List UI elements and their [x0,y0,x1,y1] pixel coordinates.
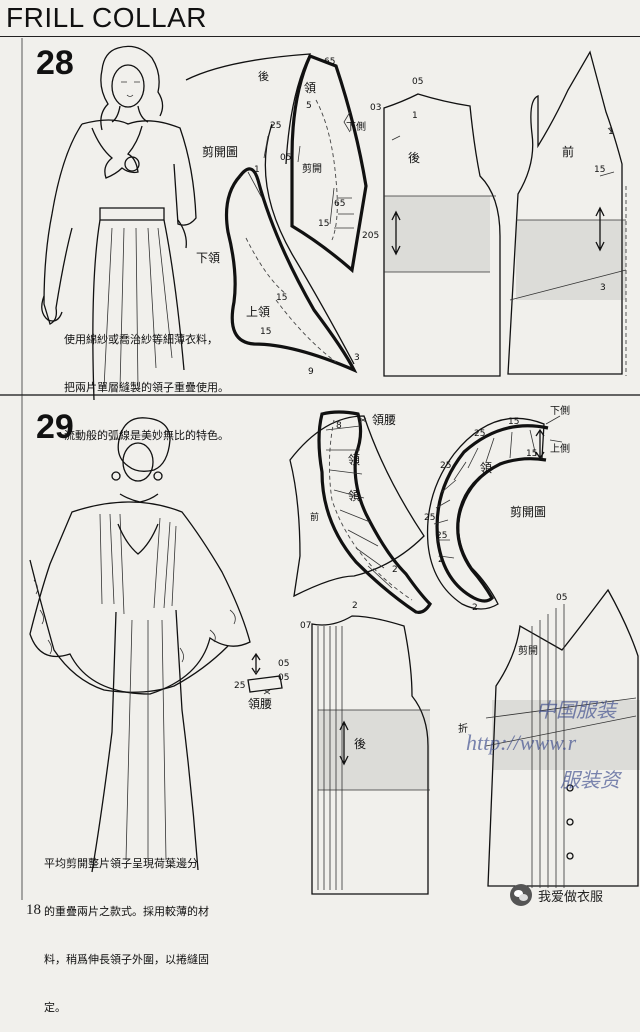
caption-28-line: 把兩片單層縫製的領子重疊使用。 [64,381,229,394]
illustration-29 [29,417,251,873]
caption-28: 使用綿紗或喬治紗等細薄衣料， 把兩片單層縫製的領子重疊使用。 流動般的弧線是美妙… [64,300,234,460]
rose-icon [124,156,140,172]
section-number-29: 29 [36,408,74,446]
measure: 25 [270,121,281,131]
label-collar-band-29b: 領 [348,488,360,503]
measure: 07 [300,621,311,631]
label-upper-side-29: 上側 [550,442,570,455]
earring-icon [111,471,121,481]
measure: 2 [438,555,444,565]
label-under-collar: 下領 [196,250,220,265]
measure: 3 [600,283,606,293]
watermark-url: http://www.r [466,730,577,755]
labels-29: 領腰 領 領 前 領 剪開圖 下側 上側 領腰 後 剪開 折 8 15 25 2… [234,404,570,751]
measure: 2 [352,601,358,611]
label-front-28: 前 [562,144,574,159]
label-back-small-28: 後 [258,69,269,83]
caption-29-line: 的重疊兩片之款式。採用較薄的材 [44,905,209,918]
measure: 05 [280,153,291,163]
measure: 2 [472,603,478,613]
measure: 15 [508,417,519,427]
label-cut-open-29: 剪開圖 [510,504,546,519]
measure: 15 [260,327,271,337]
back-bodice-29 [311,615,430,895]
label-frill-collar-29: 領 [480,460,492,475]
label-under-side-28: 下側 [346,120,366,133]
measure: 1 [412,111,418,121]
caption-28-line: 流動般的弧線是美妙無比的特色。 [64,429,229,442]
label-under-side-29: 下側 [550,404,570,417]
account-badge: 我爱做衣服 [510,884,603,906]
measure: 15 [276,293,287,303]
measure: 03 [370,103,381,113]
label-collar-waist-small: 領腰 [248,696,272,711]
caption-29-line: 平均剪開整片領子呈現荷葉邊分 [44,857,198,870]
measure: 25 [440,461,451,471]
caption-29-line: 料，稍爲伸長領子外圍，以捲縫固 [44,953,209,966]
measure: 8 [336,421,342,431]
measure: 25 [234,681,245,691]
measure: 15 [526,449,537,459]
measure: 65 [324,57,335,67]
wechat-icon [510,884,532,906]
label-collar-waist-29: 領腰 [372,412,396,427]
caption-29-line: 定。 [44,1001,66,1014]
label-cut-29: 剪開 [518,644,538,657]
earring-icon [153,471,163,481]
page-header: FRILL COLLAR [0,0,640,38]
measure: 05 [278,659,289,669]
measure: 15 [594,165,605,175]
watermark-line-1: 中国服装 [536,700,616,722]
back-bodice-28 [383,93,501,377]
account-badge-text: 我爱做衣服 [538,889,604,905]
measure: 5 [306,101,312,111]
measure: 05 [278,673,289,683]
measure: 2 [392,565,398,575]
caption-29: 平均剪開整片領子呈現荷葉邊分 的重疊兩片之款式。採用較薄的材 料，稍爲伸長領子外… [44,824,254,1032]
page-number: 18 [26,902,41,918]
caption-28-line: 使用綿紗或喬治紗等細薄衣料， [64,333,218,346]
illustration-28 [41,45,197,401]
collar-waist-piece-29 [247,652,283,695]
measure: 9 [308,367,314,377]
measure: 25 [474,429,485,439]
labels-28: 剪開圖 下領 上領 後 領 後 前 剪開 下側 65 5 25 05 1 15 … [196,57,614,377]
measure: 1 [608,127,614,137]
measure: 3 [354,353,360,363]
label-front-small-29: 前 [310,511,319,523]
label-cut-open-28: 剪開圖 [202,144,238,159]
pattern-drawings: 剪開圖 下領 上領 後 領 後 前 剪開 下側 65 5 25 05 1 15 … [0,38,640,900]
label-fold-29: 折 [458,722,468,735]
label-collar-band-29: 領 [348,452,360,467]
frill-collar-29 [426,415,563,610]
collar-band-29 [289,410,433,614]
measure: 205 [362,231,379,241]
page-title: FRILL COLLAR [6,2,208,33]
header-rule [0,36,640,37]
label-back-28: 後 [408,151,420,165]
label-back-29: 後 [354,737,366,751]
collar-pattern-28 [185,53,368,374]
front-bodice-29 [485,588,640,888]
section-number-28: 28 [36,44,74,82]
measure: 05 [556,593,567,603]
measure: 1 [254,165,260,175]
label-collar-28: 領 [304,80,316,95]
measure: 65 [334,199,345,209]
watermark-line-3: 服装资 [560,770,620,792]
label-upper-collar: 上領 [246,304,270,319]
measure: 25 [436,531,447,541]
measure: 05 [412,77,423,87]
label-cut-28: 剪開 [302,162,322,175]
measure: 25 [424,513,435,523]
measure: 15 [318,219,329,229]
front-bodice-28 [507,50,627,376]
